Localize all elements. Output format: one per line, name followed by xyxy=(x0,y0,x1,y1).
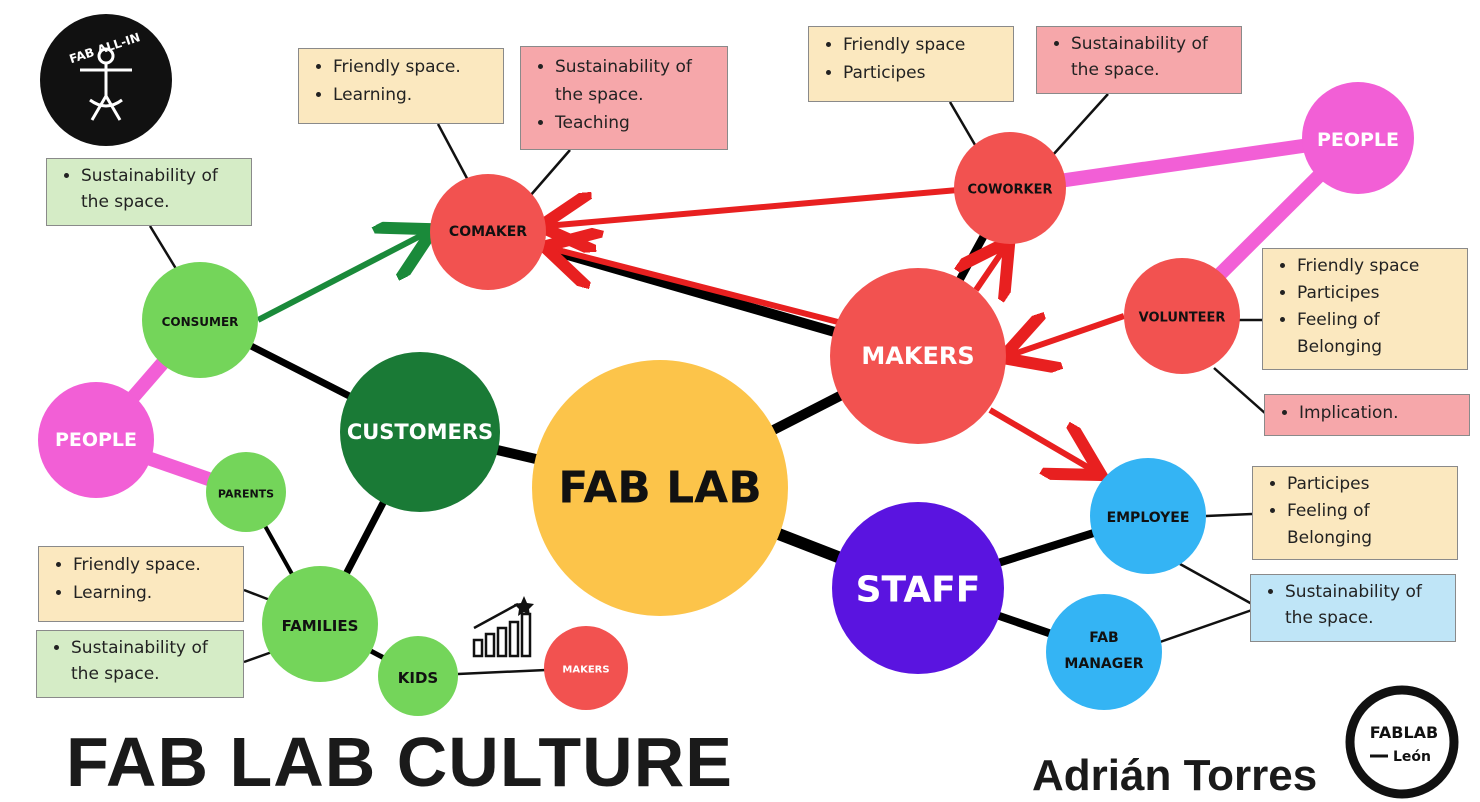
node-coworker: COWORKER xyxy=(954,132,1066,244)
note-families-sustainability: Sustainability of the space. xyxy=(36,630,244,698)
node-fablab: FAB LAB xyxy=(532,360,788,616)
arrow-makers-coworker xyxy=(976,246,1006,290)
note-comaker-responsibilities: Sustainability of the space. Teaching xyxy=(520,46,728,150)
note-item: Sustainability of the space. xyxy=(81,163,243,215)
svg-text:León: León xyxy=(1393,749,1431,765)
node-makers-small: MAKERS xyxy=(544,626,628,710)
note-item: Sustainability of the space. xyxy=(555,53,719,109)
leader-lines xyxy=(148,93,1267,676)
arrow-makers-comaker xyxy=(550,248,839,325)
svg-text:MAKERS: MAKERS xyxy=(861,342,974,370)
node-employee: EMPLOYEE xyxy=(1090,458,1206,574)
arrow-volunteer-makers xyxy=(1008,316,1125,356)
note-consumer: Sustainability of the space. xyxy=(46,158,252,226)
node-comaker: COMAKER xyxy=(430,174,546,290)
note-item: Feeling of Belonging xyxy=(1287,498,1449,552)
svg-text:FABLAB: FABLAB xyxy=(1370,723,1438,742)
arrow-makers-employee xyxy=(988,407,1096,472)
note-item: Friendly space xyxy=(1297,253,1459,280)
fab-all-in-logo: FAB ALL-IN xyxy=(40,14,172,146)
svg-text:PEOPLE: PEOPLE xyxy=(1317,129,1399,151)
svg-text:CONSUMER: CONSUMER xyxy=(162,315,239,329)
note-item: Feeling of Belonging xyxy=(1297,307,1459,361)
fablab-leon-logo: FABLAB León xyxy=(1345,685,1459,799)
svg-text:MANAGER: MANAGER xyxy=(1064,656,1143,672)
svg-text:EMPLOYEE: EMPLOYEE xyxy=(1107,510,1190,526)
node-consumer: CONSUMER xyxy=(142,262,258,378)
growth-chart-icon xyxy=(472,596,534,658)
svg-text:COWORKER: COWORKER xyxy=(968,183,1053,198)
note-item: Friendly space. xyxy=(73,551,235,579)
note-item: Learning. xyxy=(73,579,235,607)
svg-text:PEOPLE: PEOPLE xyxy=(55,429,137,451)
svg-text:FAMILIES: FAMILIES xyxy=(282,617,359,635)
note-item: Friendly space xyxy=(843,31,1005,59)
note-item: Participes xyxy=(1287,471,1449,498)
node-staff: STAFF xyxy=(832,502,1004,674)
note-item: Teaching xyxy=(555,109,719,137)
author-name: Adrián Torres xyxy=(1032,751,1318,800)
svg-text:STAFF: STAFF xyxy=(856,570,981,611)
node-volunteer: VOLUNTEER xyxy=(1124,258,1240,374)
node-customers: CUSTOMERS xyxy=(340,352,500,512)
node-families: FAMILIES xyxy=(262,566,378,682)
connector-coworker-people xyxy=(1009,131,1359,195)
note-coworker-responsibilities: Sustainability of the space. xyxy=(1036,26,1242,94)
svg-text:FAB LAB: FAB LAB xyxy=(558,463,762,514)
node-people-right: PEOPLE xyxy=(1302,82,1414,194)
note-item: Participes xyxy=(843,59,1005,87)
note-item: Participes xyxy=(1297,280,1459,307)
svg-text:MAKERS: MAKERS xyxy=(562,665,609,676)
arrow-coworker-comaker xyxy=(546,187,959,226)
node-makers: MAKERS xyxy=(830,268,1006,444)
note-item: Implication. xyxy=(1299,399,1461,427)
svg-text:PARENTS: PARENTS xyxy=(218,488,274,501)
svg-text:CUSTOMERS: CUSTOMERS xyxy=(347,420,493,444)
note-coworker-benefits: Friendly spaceParticipes xyxy=(808,26,1014,102)
page-title: FAB LAB CULTURE xyxy=(66,723,733,801)
note-comaker-benefits: Friendly space.Learning. xyxy=(298,48,504,124)
note-item: Sustainability of the space. xyxy=(1285,579,1447,631)
node-parents: PARENTS xyxy=(206,452,286,532)
svg-text:COMAKER: COMAKER xyxy=(449,224,527,240)
note-staff-sustainability: Sustainability of the space. xyxy=(1250,574,1456,642)
note-item: Learning. xyxy=(333,81,495,109)
svg-text:KIDS: KIDS xyxy=(398,669,438,687)
svg-text:VOLUNTEER: VOLUNTEER xyxy=(1139,311,1226,326)
note-item: Sustainability of the space. xyxy=(71,635,235,687)
note-item: Sustainability of the space. xyxy=(1071,31,1233,83)
svg-text:FAB: FAB xyxy=(1089,630,1118,646)
node-fab-manager: FAB MANAGER xyxy=(1046,594,1162,710)
note-employee-benefits: Participes Feeling of Belonging xyxy=(1252,466,1458,560)
note-families-benefits: Friendly space.Learning. xyxy=(38,546,244,622)
note-volunteer-implication: Implication. xyxy=(1264,394,1470,436)
note-item: Friendly space. xyxy=(333,53,495,81)
note-volunteer-benefits: Friendly space Participes Feeling of Bel… xyxy=(1262,248,1468,370)
node-people-left: PEOPLE xyxy=(38,382,154,498)
node-kids: KIDS xyxy=(378,636,458,716)
arrow-consumer-comaker xyxy=(256,232,428,323)
